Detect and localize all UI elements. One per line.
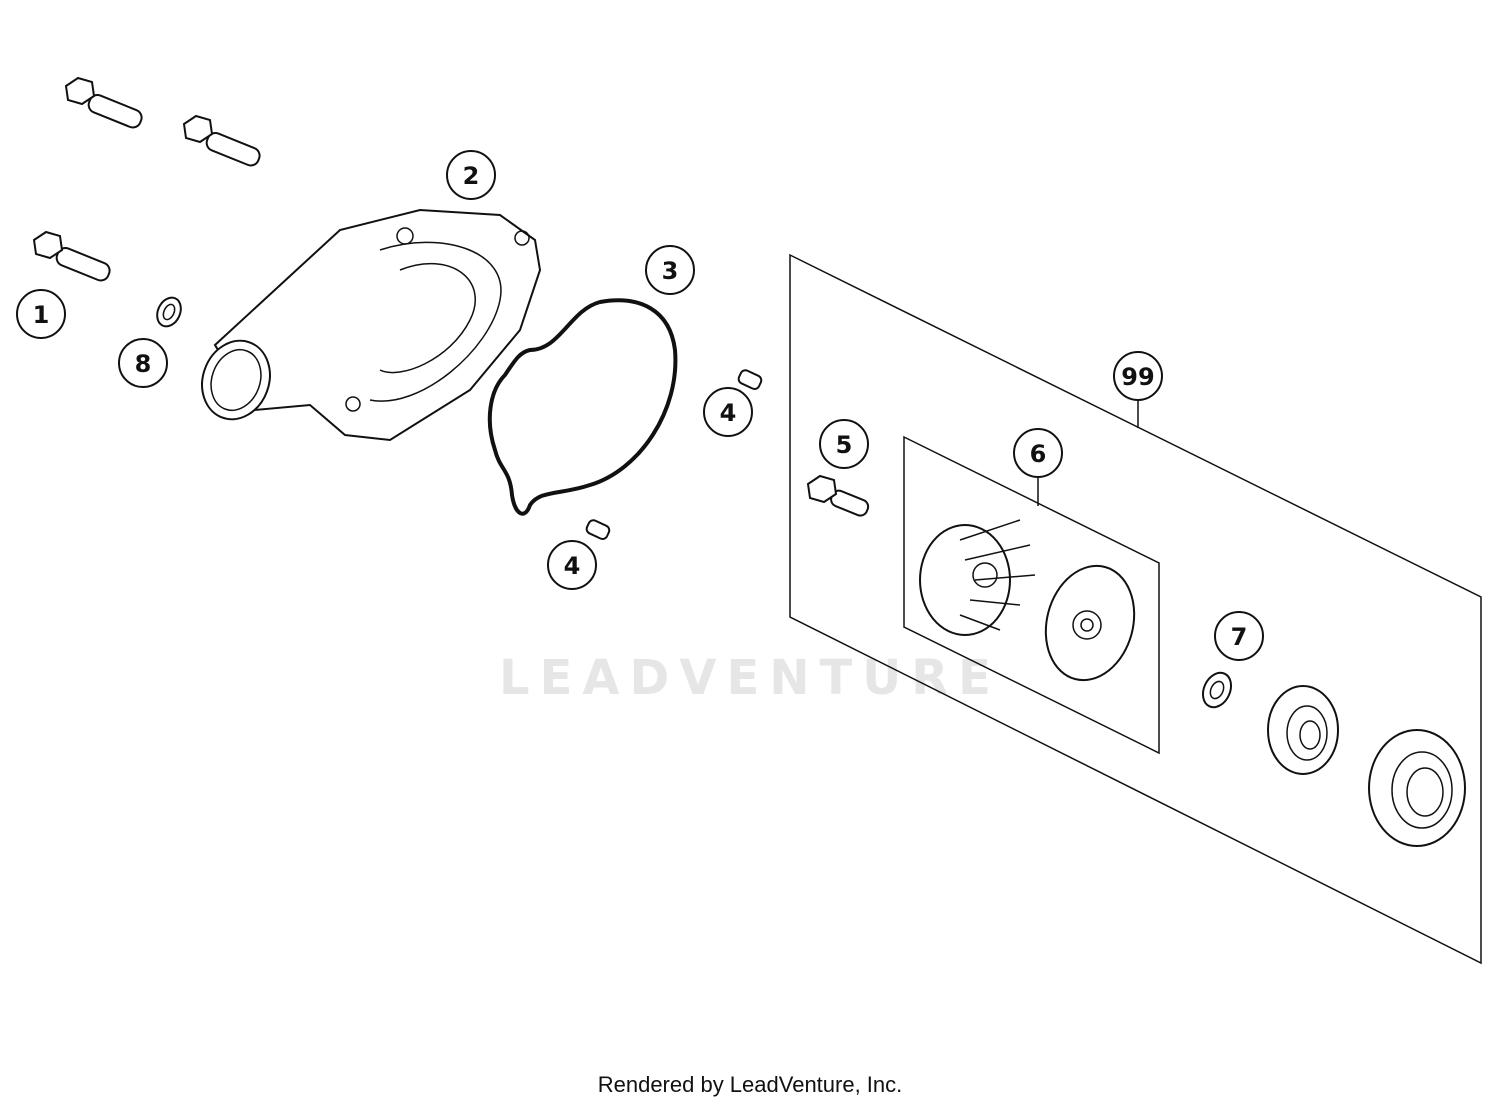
gasket-3-part <box>487 298 678 516</box>
impeller-part <box>919 519 1036 636</box>
washer-8-part <box>156 296 182 328</box>
washer-hole <box>162 303 176 321</box>
callout-99[interactable]: 99 <box>1113 351 1163 401</box>
callout-label: 6 <box>1030 440 1047 468</box>
dowel-4-part <box>737 369 763 390</box>
washer-hole <box>1209 680 1225 700</box>
seal-disc-part <box>1044 564 1136 682</box>
bolt-1-part <box>32 230 111 282</box>
callout-label: 7 <box>1231 623 1248 651</box>
bearing-large-part <box>1368 729 1466 847</box>
callout-8[interactable]: 8 <box>118 338 168 388</box>
callout-2[interactable]: 2 <box>446 150 496 200</box>
callout-4b[interactable]: 4 <box>547 540 597 590</box>
bearing-small-part <box>1267 685 1339 775</box>
callout-label: 5 <box>836 431 853 459</box>
callout-label: 1 <box>33 301 50 329</box>
callout-4a[interactable]: 4 <box>703 387 753 437</box>
bolt-5-part <box>806 474 870 517</box>
callout-label: 4 <box>564 552 581 580</box>
footer-credit: Rendered by LeadVenture, Inc. <box>597 1072 903 1097</box>
dowel-4-part <box>585 519 611 540</box>
callout-label: 99 <box>1121 363 1154 391</box>
bolt-part <box>64 76 143 129</box>
callout-3[interactable]: 3 <box>645 245 695 295</box>
callout-label: 2 <box>463 162 480 190</box>
pump-cover-2-part <box>201 208 542 442</box>
kit-6-outline <box>903 435 1160 755</box>
callout-7[interactable]: 7 <box>1214 611 1264 661</box>
callout-label: 3 <box>662 257 679 285</box>
watermark: LEADVENTURE <box>499 650 1001 706</box>
callout-label: 4 <box>720 399 737 427</box>
kit-99-outline <box>789 253 1482 965</box>
bolt-part <box>182 114 261 167</box>
callout-6[interactable]: 6 <box>1013 428 1063 478</box>
callout-label: 8 <box>135 350 152 378</box>
washer-7-part <box>1201 671 1233 709</box>
callout-5[interactable]: 5 <box>819 419 869 469</box>
callout-1[interactable]: 1 <box>16 289 66 339</box>
